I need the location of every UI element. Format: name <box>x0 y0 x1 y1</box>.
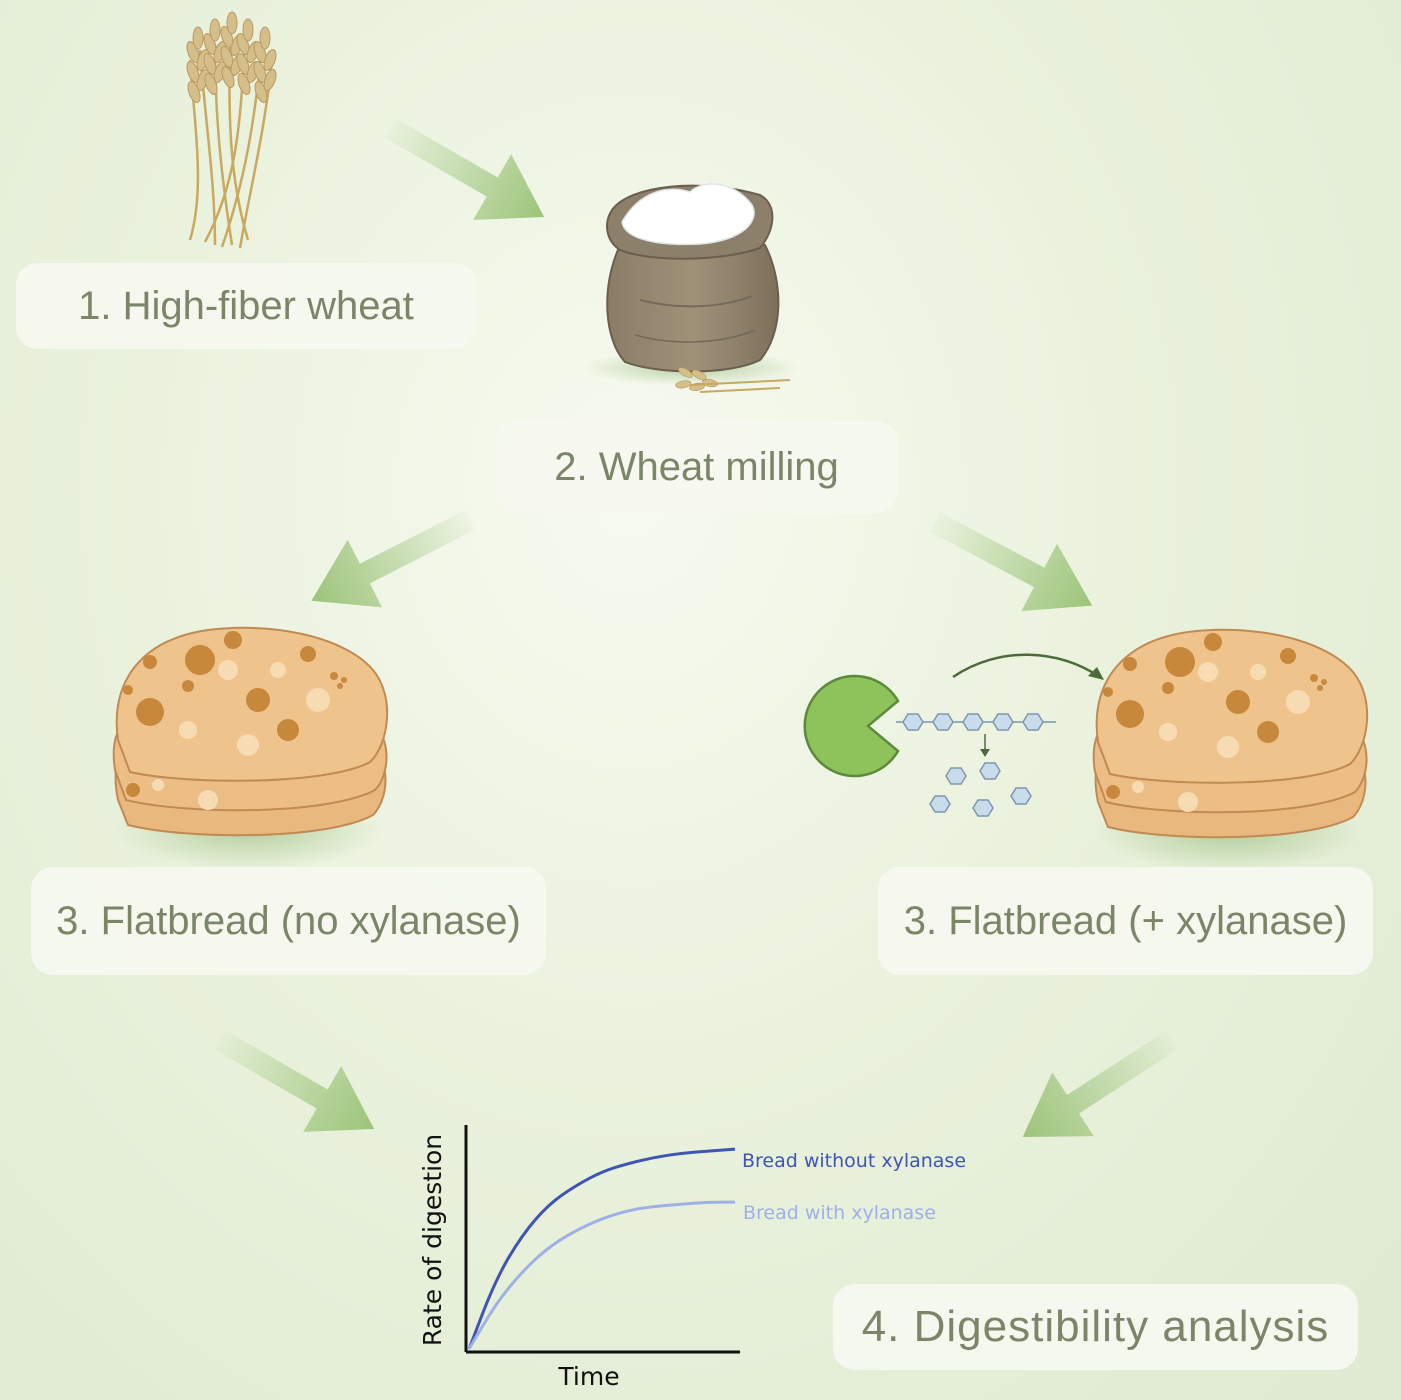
step-1-label: 1. High-fiber wheat <box>16 263 476 349</box>
arrow-right-bread-to-analysis <box>1002 1008 1193 1169</box>
step-2-label: 2. Wheat milling <box>495 421 898 513</box>
xylan-chain-icon <box>896 713 1056 817</box>
arrow-wheat-to-mill <box>371 95 564 250</box>
step-4-text: 4. Digestibility analysis <box>861 1302 1330 1351</box>
step-2-text: 2. Wheat milling <box>554 444 839 489</box>
arrow-left-bread-to-analysis <box>201 1007 394 1162</box>
series-line-without-xylanase <box>467 1147 736 1350</box>
step-3-with-xylanase-label: 3. Flatbread (+ xylanase) <box>878 867 1373 975</box>
arrow-mill-to-bread-right <box>917 488 1111 640</box>
action-curved-arrowhead-icon <box>1088 667 1104 680</box>
flatbread-left-icon <box>112 626 389 871</box>
step-4-label: 4. Digestibility analysis <box>833 1284 1358 1370</box>
digestion-chart: Bread without xylanase Bread with xylana… <box>418 1125 966 1391</box>
flour-sack-icon <box>580 183 800 393</box>
action-curved-arrow-icon <box>952 653 1099 679</box>
wheat-bundle-icon <box>184 11 279 249</box>
step-1-text: 1. High-fiber wheat <box>78 283 414 328</box>
series-label-with-xylanase: Bread with xylanase <box>743 1202 936 1224</box>
chart-x-label: Time <box>557 1362 619 1391</box>
step-3-no-xylanase-label: 3. Flatbread (no xylanase) <box>31 867 546 975</box>
xylanase-pacman-icon <box>803 674 900 778</box>
chart-y-label: Rate of digestion <box>418 1134 447 1346</box>
step-3b-text: 3. Flatbread (+ xylanase) <box>903 898 1348 943</box>
series-line-with-xylanase <box>467 1200 735 1350</box>
arrow-mill-to-bread-left <box>294 486 488 635</box>
step-3a-text: 3. Flatbread (no xylanase) <box>56 898 521 943</box>
flatbread-right-icon <box>1092 628 1369 873</box>
series-label-without-xylanase: Bread without xylanase <box>742 1150 966 1172</box>
